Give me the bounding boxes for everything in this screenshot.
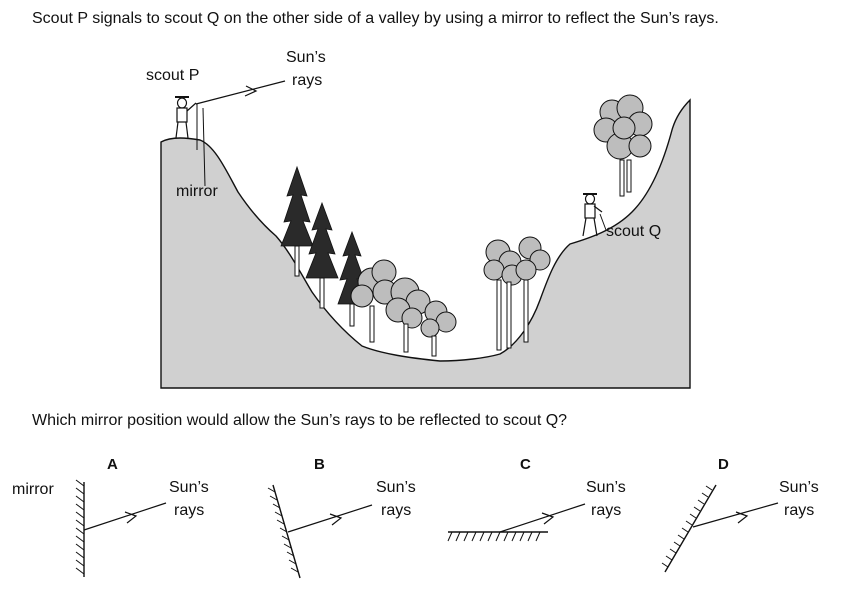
option-b-letter: B [314,456,325,473]
valley-terrain [160,98,691,389]
option-a-mirror-label: mirror [12,481,54,498]
scout-p-figure [175,96,197,139]
option-c-suns-line2: rays [591,502,622,519]
option-d-diagram [661,484,779,573]
option-b-suns-line2: rays [381,502,412,519]
right-hill-tree [593,94,653,197]
option-d-suns-line2: rays [784,502,815,519]
suns-rays-label-line1: Sun’s [286,49,326,66]
sub-question-text: Which mirror position would allow the Su… [32,412,568,429]
option-b-diagram [267,484,373,579]
option-d-letter: D [718,456,729,473]
leafy-trees [350,236,551,338]
scout-p-label: scout P [146,67,200,84]
option-b-suns-line1: Sun’s [376,479,416,496]
option-c-suns-line1: Sun’s [586,479,626,496]
option-a-letter: A [107,456,118,473]
option-a-diagram [75,479,167,577]
suns-rays-label-line2: rays [292,72,323,89]
option-d-suns-line1: Sun’s [779,479,819,496]
sun-ray-scene [195,80,286,105]
scout-q-figure [582,193,603,237]
question-text: Scout P signals to scout Q on the other … [32,10,719,27]
option-a-suns-line2: rays [174,502,205,519]
option-a-suns-line1: Sun’s [169,479,209,496]
scout-q-label: scout Q [606,223,662,240]
option-c-letter: C [520,456,531,473]
option-c-diagram [447,503,586,542]
mirror-label: mirror [176,183,218,200]
